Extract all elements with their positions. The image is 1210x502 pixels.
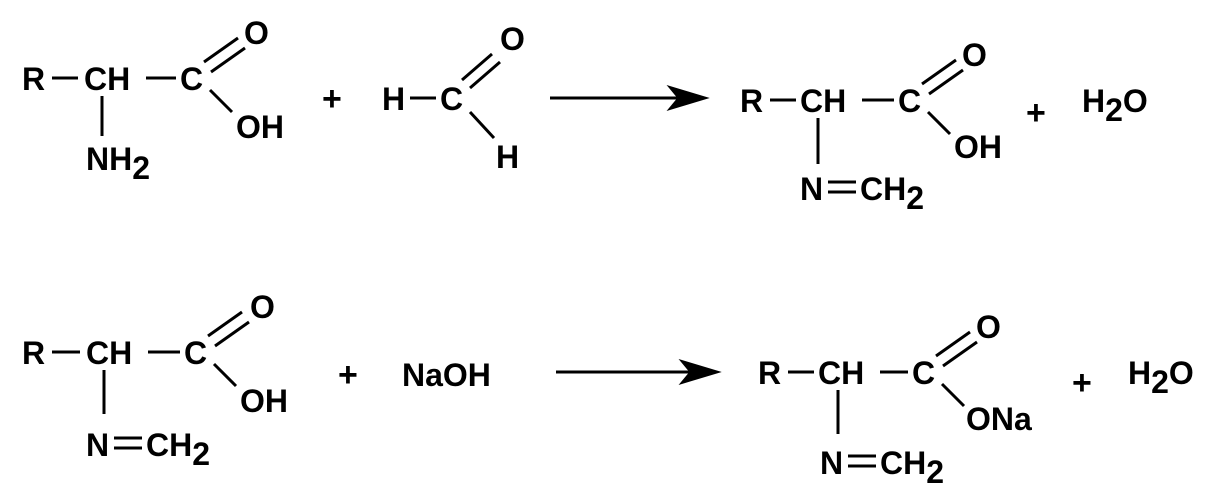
oxygen-label: O [500, 21, 525, 57]
plus-sign: + [338, 356, 358, 394]
water-label: H2O [1082, 83, 1148, 128]
carbon-label: C [440, 81, 463, 117]
arrow-head [666, 85, 710, 111]
plus-sign: + [1026, 94, 1046, 132]
carboxylate-carbon-label: C [912, 355, 935, 391]
double-bond-c-o-b [469, 60, 501, 90]
double-bond-c-o-b [928, 68, 964, 96]
carbonyl-oxygen-label: O [244, 15, 269, 51]
double-bond-c-o-a [203, 36, 239, 64]
plus-sign: + [322, 80, 342, 118]
alpha-carbon-label: CH [800, 83, 846, 119]
methylene-label: CH2 [880, 445, 944, 490]
bond-c-oh [212, 362, 238, 388]
arrow-head [678, 359, 722, 385]
imine-nitrogen-label: N [820, 445, 843, 481]
double-bond-c-o-a [461, 52, 493, 82]
double-bond-c-o-a [207, 310, 243, 338]
reaction-arrow [556, 359, 722, 385]
carboxyl-carbon-label: C [184, 335, 207, 371]
imine-nitrogen-label: N [800, 171, 823, 207]
imine-product: R CH C O OH N CH2 [740, 37, 1002, 216]
imine-amino-acid: R CH C O OH N CH2 [22, 289, 288, 472]
amino-group-label: NH2 [86, 141, 150, 186]
r-group-label: R [22, 335, 45, 371]
carbonyl-oxygen-label: O [976, 309, 1001, 345]
r-group-label: R [740, 83, 763, 119]
alpha-carbon-label: CH [84, 61, 130, 97]
reaction-arrow [550, 85, 710, 111]
reaction-2: R CH C O OH N CH2 + NaOH R CH [22, 289, 1194, 490]
reaction-1: R CH C O OH NH2 + H C O H [22, 15, 1148, 216]
alpha-carbon-label: CH [818, 355, 864, 391]
bond-c-oh [208, 88, 234, 114]
carbonyl-oxygen-label: O [250, 289, 275, 325]
hydroxyl-label: OH [240, 383, 288, 419]
carboxyl-carbon-label: C [898, 83, 921, 119]
alpha-carbon-label: CH [86, 335, 132, 371]
bond-c-h [468, 110, 496, 140]
sodium-hydroxide-label: NaOH [402, 357, 491, 393]
double-bond-c-o-a [921, 58, 957, 86]
r-group-label: R [22, 61, 45, 97]
hydrogen-left-label: H [382, 81, 405, 117]
carbonyl-oxygen-label: O [962, 37, 987, 73]
double-bond-c-o-b [942, 340, 978, 368]
methylene-label: CH2 [146, 427, 210, 472]
r-group-label: R [758, 355, 781, 391]
methylene-label: CH2 [860, 171, 924, 216]
sodium-salt-product: R CH C O ONa N CH2 [758, 309, 1032, 490]
sodium-carboxylate-label: ONa [966, 401, 1032, 437]
amino-acid: R CH C O OH NH2 [22, 15, 284, 186]
double-bond-c-o-b [214, 320, 250, 348]
formaldehyde: H C O H [382, 21, 525, 175]
water-label: H2O [1128, 355, 1194, 400]
plus-sign: + [1072, 364, 1092, 402]
bond-c-ona [940, 382, 966, 408]
double-bond-c-o-b [210, 46, 246, 74]
bond-c-oh [926, 110, 952, 136]
carboxyl-carbon-label: C [180, 61, 203, 97]
hydrogen-bottom-label: H [496, 139, 519, 175]
hydroxyl-label: OH [236, 109, 284, 145]
double-bond-c-o-a [935, 330, 971, 358]
imine-nitrogen-label: N [86, 427, 109, 463]
hydroxyl-label: OH [954, 129, 1002, 165]
